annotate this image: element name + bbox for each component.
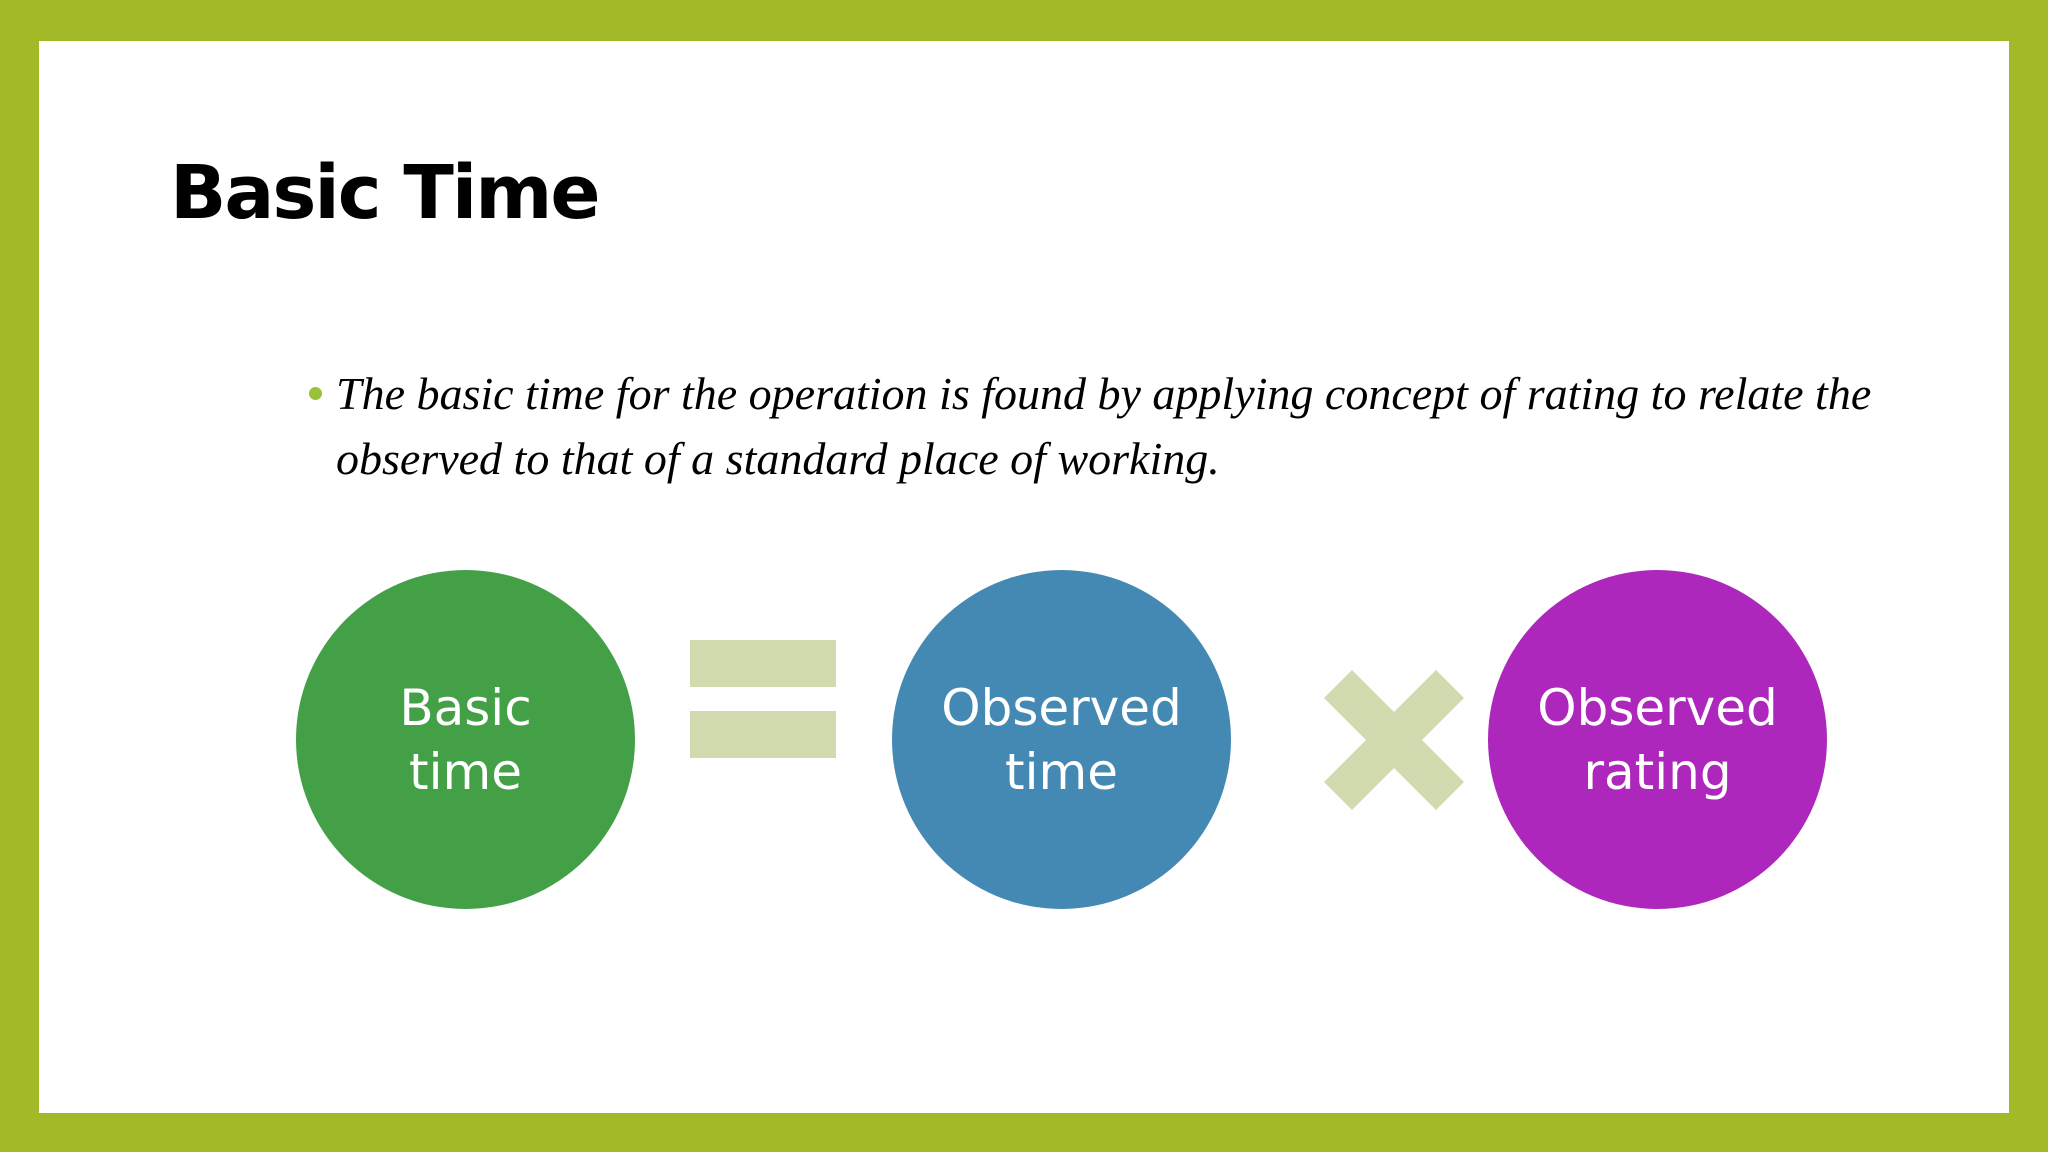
basic-time-label-line-2: time [409,742,522,801]
observed-rating-label-line-2: rating [1583,742,1732,801]
slide-title: Basic Time [170,150,601,236]
basic-time-label: Basic time [399,676,531,804]
bullet-text: The basic time for the operation is foun… [336,368,1872,484]
multiply-icon-shape [1324,670,1464,810]
bullet-dot-icon [309,387,322,400]
observed-time-circle: Observed time [892,570,1231,909]
observed-time-label-line-1: Observed [941,678,1182,737]
equals-icon-bottom-bar [690,711,836,758]
equals-icon-top-bar [690,640,836,687]
observed-rating-label: Observed rating [1537,676,1778,804]
multiply-icon [1324,670,1464,810]
basic-time-label-line-1: Basic [399,678,532,737]
observed-rating-label-line-1: Observed [1537,678,1778,737]
observed-time-label: Observed time [941,676,1182,804]
observed-time-label-line-2: time [1005,742,1118,801]
observed-rating-circle: Observed rating [1488,570,1827,909]
basic-time-circle: Basic time [296,570,635,909]
